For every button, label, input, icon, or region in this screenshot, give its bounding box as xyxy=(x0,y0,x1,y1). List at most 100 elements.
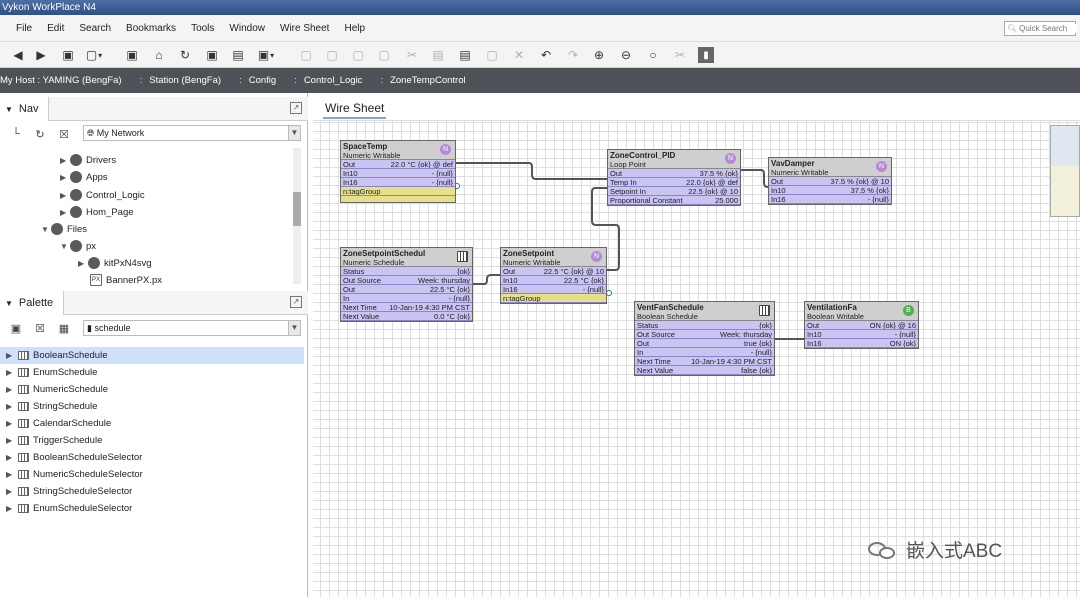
zoom-icon[interactable]: ○ xyxy=(649,48,657,62)
expand-icon[interactable]: ▶ xyxy=(6,487,13,496)
list-item[interactable]: ▶BooleanScheduleSelector xyxy=(6,452,143,463)
expand-icon[interactable]: ▶ xyxy=(6,402,13,411)
menu-file[interactable]: File xyxy=(16,22,33,34)
expand-icon[interactable]: ▶ xyxy=(60,172,67,182)
nav-scrollbar[interactable] xyxy=(293,148,301,284)
slot-row[interactable]: In10- {null} xyxy=(805,330,918,339)
open-folder-dropdown-icon[interactable]: ▣ xyxy=(258,47,274,63)
forward-icon[interactable]: ▶ xyxy=(36,48,46,62)
close-icon[interactable]: ☒ xyxy=(35,322,45,335)
tree-item-apps[interactable]: ▶Apps xyxy=(60,171,108,183)
list-item[interactable]: ▶StringScheduleSelector xyxy=(6,486,133,497)
breadcrumb-control-logic[interactable]: Control_Logic xyxy=(303,75,363,86)
thumbnail-viewport[interactable] xyxy=(1051,126,1079,166)
close-icon[interactable]: ☒ xyxy=(59,128,69,141)
expand-icon[interactable]: ▶ xyxy=(6,368,13,377)
breadcrumb-zone-temp-control[interactable]: ZoneTempControl xyxy=(390,75,466,86)
chevron-down-icon[interactable]: ▼ xyxy=(288,126,300,140)
menu-window[interactable]: Window xyxy=(229,22,265,34)
expand-icon[interactable]: ▶ xyxy=(60,207,67,217)
slot-row[interactable]: Status{ok} xyxy=(341,267,472,276)
tree-item-control-logic[interactable]: ▶Control_Logic xyxy=(60,189,145,201)
pin-icon[interactable]: ▮ xyxy=(698,47,714,63)
save-icon[interactable]: ▢ xyxy=(300,48,312,62)
refresh-icon[interactable]: ↻ xyxy=(35,128,45,141)
quick-search[interactable]: 🔍︎ xyxy=(1004,21,1078,36)
slot-row[interactable]: In- {null} xyxy=(341,294,472,303)
tag-group-row[interactable]: n:tagGroup xyxy=(341,187,455,196)
list-item[interactable]: ▶TriggerSchedule xyxy=(6,435,103,446)
menu-help[interactable]: Help xyxy=(344,22,366,34)
tree-icon[interactable]: └ xyxy=(12,128,20,140)
undo-icon[interactable]: ↶ xyxy=(540,48,552,62)
open-folder-icon[interactable]: ▣ xyxy=(10,322,22,335)
expand-icon[interactable]: ▶ xyxy=(60,155,67,165)
scissors-icon[interactable]: ✂ xyxy=(674,48,686,62)
list-item[interactable]: ▶BooleanSchedule xyxy=(0,347,304,364)
collapse-icon[interactable]: ▼ xyxy=(41,224,49,234)
stop-icon[interactable]: ▣ xyxy=(206,48,218,62)
collapse-arrow-icon[interactable]: ▼ xyxy=(5,105,13,114)
menu-tools[interactable]: Tools xyxy=(191,22,215,34)
chevron-down-icon[interactable]: ▼ xyxy=(288,321,300,335)
list-item[interactable]: ▶StringSchedule xyxy=(6,401,98,412)
cut-icon[interactable]: ✂ xyxy=(406,48,418,62)
expand-icon[interactable]: ▶ xyxy=(6,385,13,394)
network-select[interactable]: 🌐︎ My Network ▼ xyxy=(83,125,301,141)
list-item[interactable]: ▶CalendarSchedule xyxy=(6,418,112,429)
refresh-icon[interactable]: ↻ xyxy=(179,48,191,62)
tab-wire-sheet[interactable]: Wire Sheet xyxy=(323,99,387,119)
collapse-icon[interactable]: ▼ xyxy=(60,241,68,251)
list-item[interactable]: ▶NumericSchedule xyxy=(6,384,108,395)
expand-icon[interactable]: ▶ xyxy=(60,190,67,200)
palette-module-select[interactable]: ▮ schedule ▼ xyxy=(83,320,301,336)
breadcrumb-config[interactable]: Config xyxy=(248,75,277,86)
duplicate-icon[interactable]: ▢ xyxy=(486,48,498,62)
redo-icon[interactable]: ↷ xyxy=(567,48,579,62)
slot-row[interactable]: In16- {null} xyxy=(769,195,891,204)
slot-row[interactable]: In- {null} xyxy=(635,348,774,357)
palette-tab[interactable]: ▼Palette xyxy=(0,291,65,315)
maximize-icon[interactable]: ↗ xyxy=(290,102,302,114)
collapse-arrow-icon[interactable]: ▼ xyxy=(5,299,13,308)
quick-search-input[interactable] xyxy=(1019,24,1078,33)
slot-row[interactable]: In16- {null} xyxy=(341,178,455,187)
tree-item-hom-page[interactable]: ▶Hom_Page xyxy=(60,206,134,218)
menu-search[interactable]: Search xyxy=(79,22,112,34)
slot-row[interactable]: Status{ok} xyxy=(635,321,774,330)
tag-group-row[interactable]: n:tagGroup xyxy=(501,294,606,303)
page-icon[interactable]: ▢ xyxy=(378,48,390,62)
menu-wire-sheet[interactable]: Wire Sheet xyxy=(280,22,330,34)
breadcrumb-host[interactable]: My Host : YAMING (BengFa) xyxy=(0,75,122,86)
delete-icon[interactable]: ✕ xyxy=(513,48,525,62)
wire-sheet-thumbnail[interactable] xyxy=(1050,125,1080,217)
nav-scroll-thumb[interactable] xyxy=(293,192,301,226)
expand-icon[interactable]: ▶ xyxy=(6,504,13,513)
expand-icon[interactable]: ▶ xyxy=(6,351,13,360)
tree-item-drivers[interactable]: ▶Drivers xyxy=(60,154,117,166)
breadcrumb-station[interactable]: Station (BengFa) xyxy=(149,75,222,86)
expand-icon[interactable]: ▶ xyxy=(6,419,13,428)
home-icon[interactable]: ⌂ xyxy=(155,48,163,62)
expand-icon[interactable]: ▶ xyxy=(78,258,85,268)
zoom-in-icon[interactable]: ⊕ xyxy=(593,48,605,62)
